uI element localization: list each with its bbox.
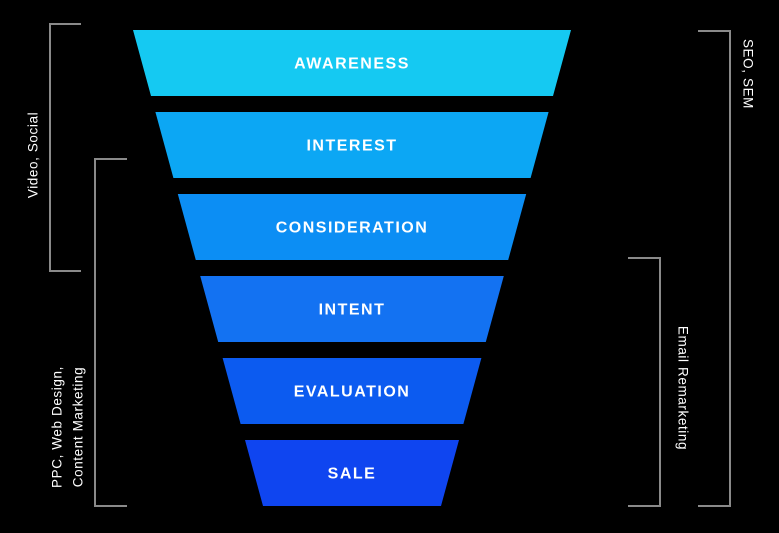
- funnel-stage-shape-awareness: [133, 30, 571, 96]
- funnel-stage-label-sale: SALE: [328, 466, 377, 483]
- funnel-stage-label-awareness: AWARENESS: [294, 56, 410, 73]
- funnel-stage-shape-consideration: [177, 194, 527, 260]
- funnel-stage-label-interest: INTEREST: [306, 138, 397, 155]
- side-label-email-remarketing: Email Remarketing: [675, 326, 690, 450]
- funnel-stage-label-consideration: CONSIDERATION: [276, 220, 429, 237]
- bracket-seo-sem: [698, 30, 731, 507]
- funnel-stage-shape-intent: [200, 276, 504, 342]
- bracket-video-social: [49, 23, 81, 272]
- funnel-stage-label-evaluation: EVALUATION: [294, 384, 411, 401]
- side-label-video-social: Video, Social: [26, 112, 41, 198]
- bracket-ppc-webdesign-content: [94, 158, 127, 507]
- side-label-ppc-line1: PPC, Web Design,: [50, 366, 65, 488]
- side-label-seo-sem: SEO, SEM: [740, 39, 755, 109]
- funnel-stage-label-intent: INTENT: [319, 302, 386, 319]
- bracket-email-remarketing: [628, 257, 661, 507]
- funnel-stage-shape-evaluation: [222, 358, 482, 424]
- funnel-stage-shape-sale: [245, 440, 459, 506]
- funnel-stage-shape-interest: [155, 112, 549, 178]
- side-label-ppc-line2: Content Marketing: [71, 367, 86, 488]
